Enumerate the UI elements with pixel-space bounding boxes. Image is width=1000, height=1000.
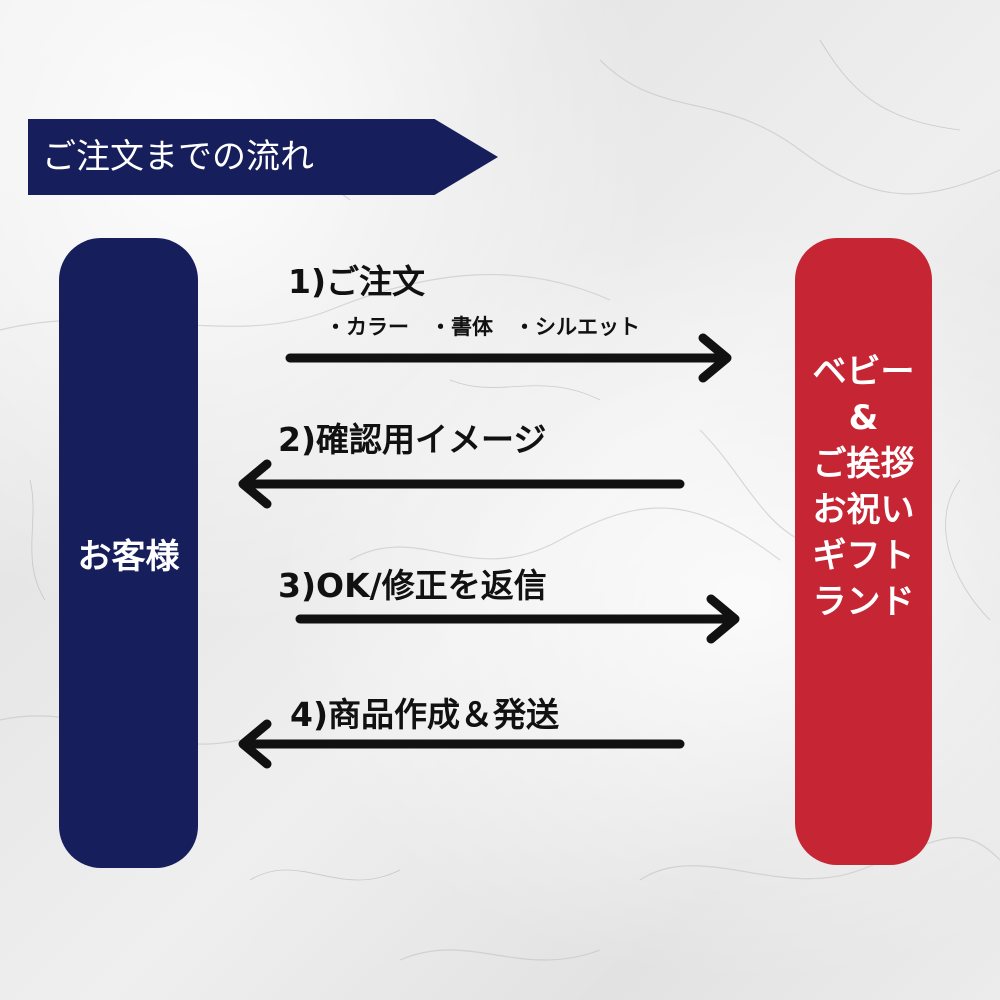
- customer-label: お客様: [77, 536, 180, 577]
- customer-box: お客様: [59, 238, 198, 868]
- shop-line: ベビー: [812, 351, 915, 392]
- title-banner: [28, 119, 498, 195]
- step-2-label: 2)確認用イメージ: [278, 420, 547, 459]
- shop-box: ベビー & ご挨拶 お祝い ギフト ランド: [795, 238, 932, 865]
- step-1-sub: ・カラー ・書体 ・シルエット: [325, 315, 640, 339]
- shop-line: &: [848, 397, 879, 438]
- step-3-label: 3)OK/修正を返信: [278, 566, 547, 605]
- shop-line: ランド: [812, 581, 915, 622]
- step-3-arrow: [295, 594, 740, 644]
- shop-line: ギフト: [812, 535, 915, 576]
- shop-line: ご挨拶: [812, 443, 915, 484]
- shop-line: お祝い: [812, 489, 915, 530]
- step-2-arrow: [238, 459, 685, 509]
- step-1-arrow: [285, 333, 732, 383]
- step-1-label: 1)ご注文: [288, 262, 426, 301]
- page-title: ご注文までの流れ: [42, 137, 314, 177]
- step-4-arrow: [238, 719, 685, 769]
- step-4-label: 4)商品作成＆発送: [290, 695, 560, 734]
